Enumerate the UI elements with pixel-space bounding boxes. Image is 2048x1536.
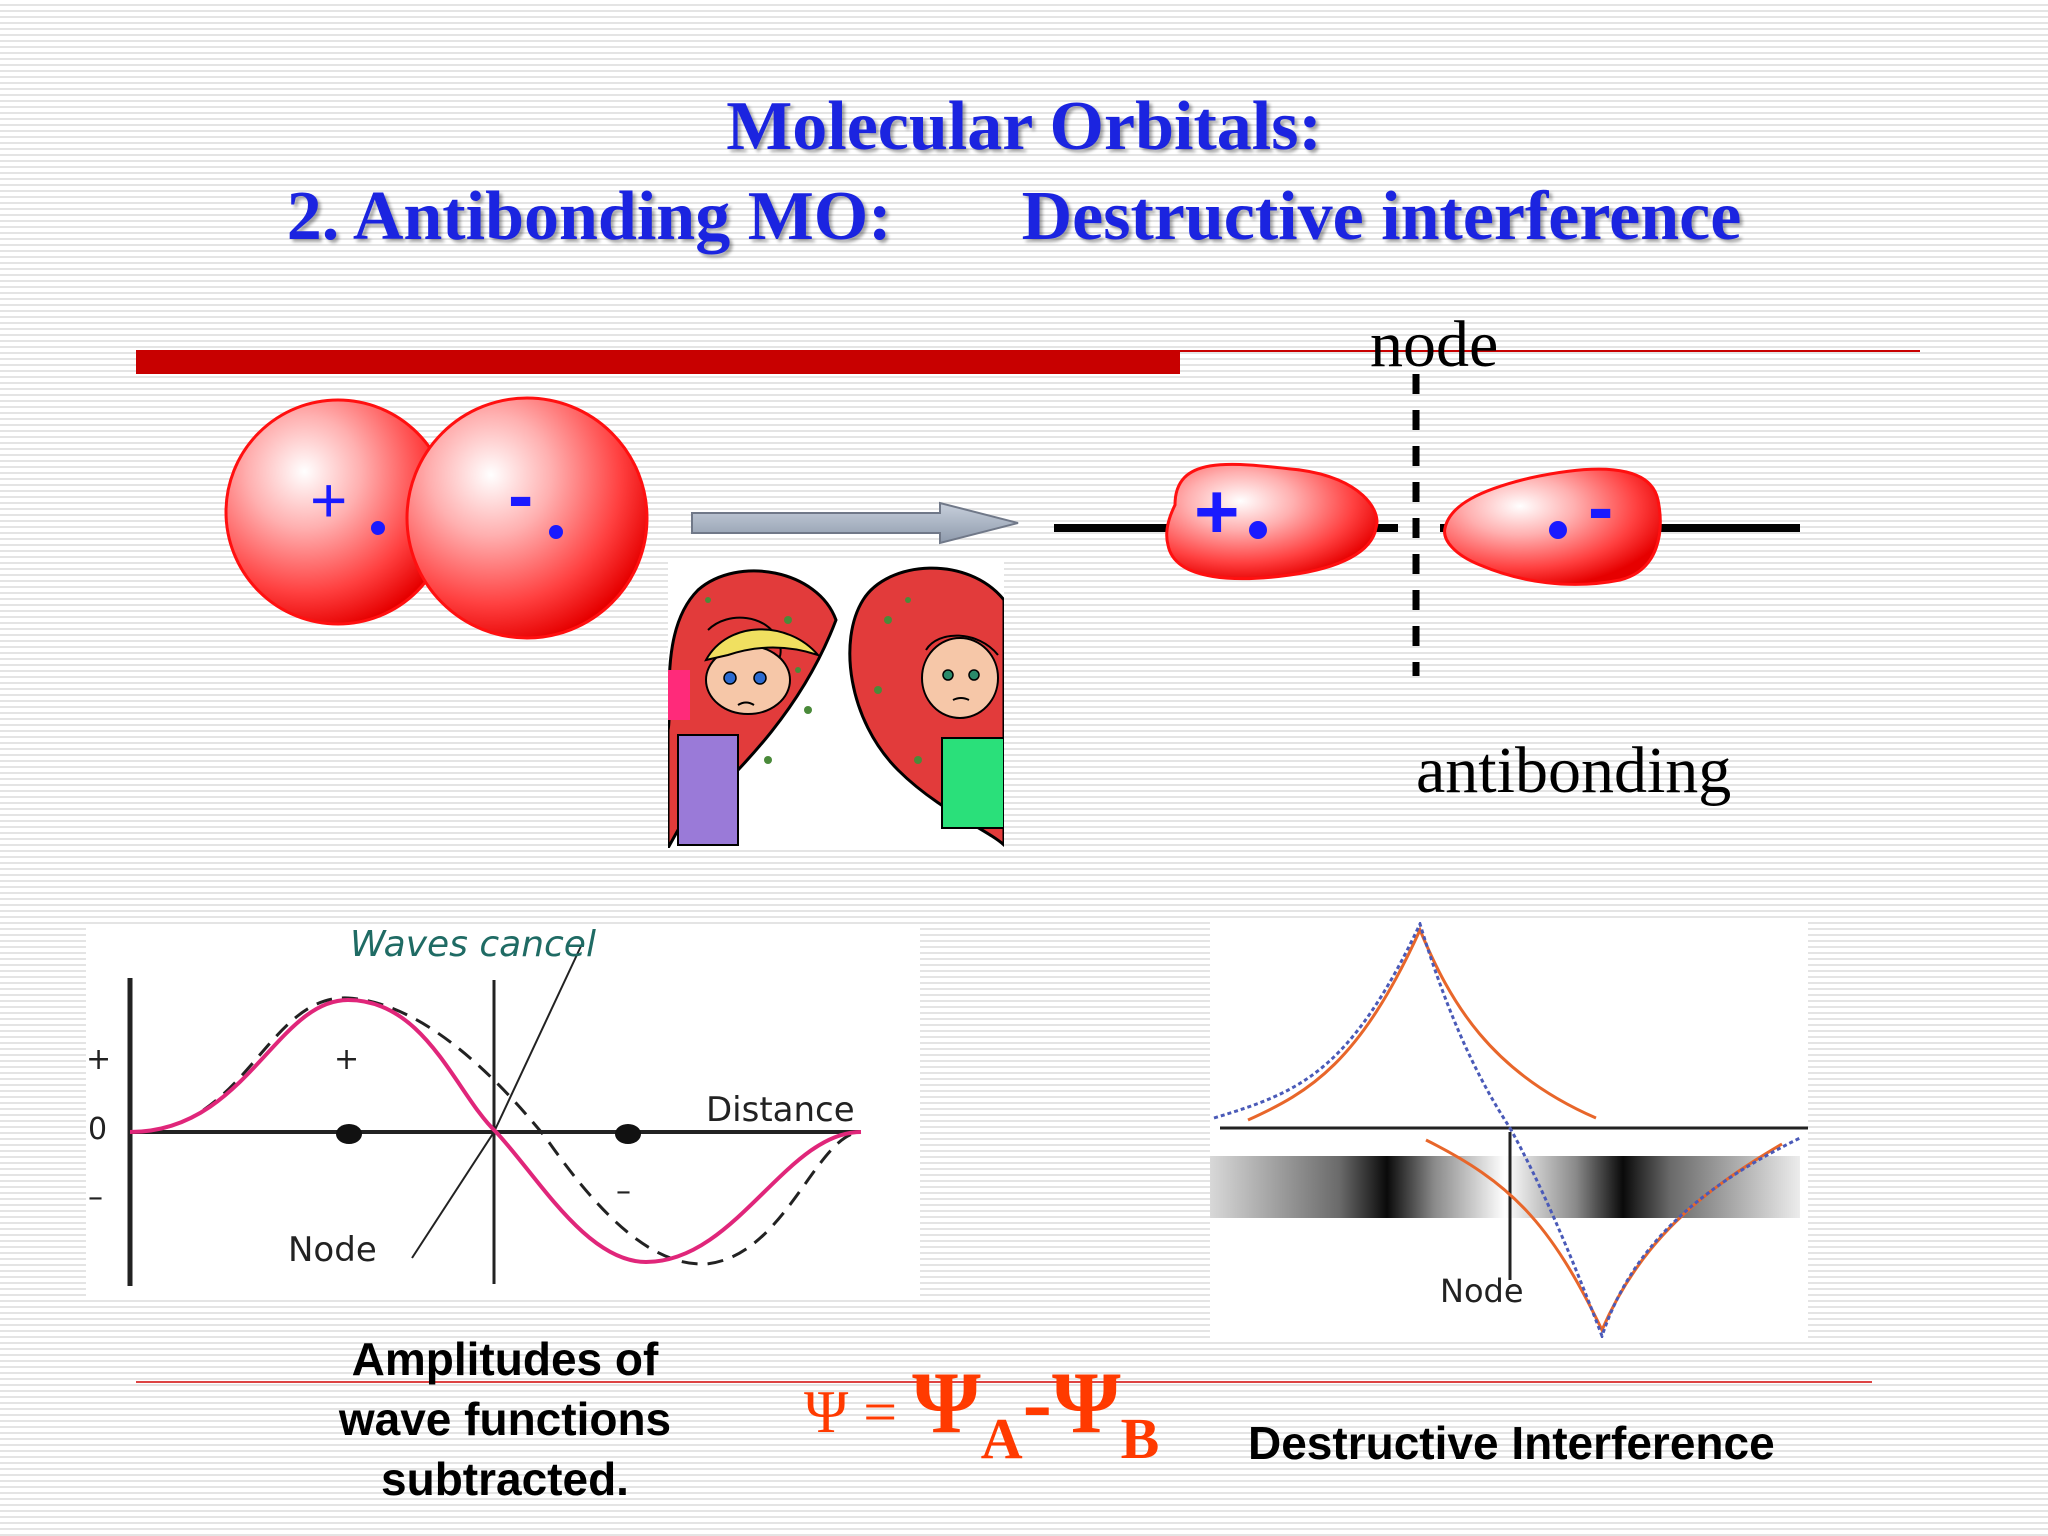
interference-plot — [1210, 922, 1808, 1338]
title-line2-right: Destructive interference — [1021, 178, 1742, 255]
y-tick-zero: 0 — [88, 1112, 108, 1147]
equals-sign: = — [848, 1379, 913, 1445]
wave-node-label: Node — [288, 1230, 377, 1270]
node-pointer — [411, 1131, 495, 1259]
title-line1: Molecular Orbitals: — [726, 88, 1322, 165]
pink-wave-curve — [129, 997, 862, 1265]
lobe-minus-label: – — [616, 1174, 631, 1209]
nucleus-marker-right — [615, 1124, 641, 1144]
node-label: node — [1370, 308, 1499, 381]
interference-node-label: Node — [1440, 1272, 1524, 1310]
caption-line3: subtracted. — [381, 1452, 629, 1505]
nucleus-dot-ab-left — [1249, 521, 1267, 539]
psi-a-symbol: Ψ — [912, 1355, 981, 1452]
waves-cancel-label: Waves cancel — [350, 924, 596, 965]
plus-sign-antibonding: + — [1194, 467, 1240, 555]
blue-curve-lower — [1508, 1127, 1801, 1338]
right-atomic-orbital — [405, 396, 649, 640]
antibonding-lobe-left — [1165, 462, 1379, 581]
right-body — [941, 737, 1004, 829]
orange-curve-lower — [1425, 1138, 1783, 1334]
right-arrow-icon — [691, 501, 1019, 545]
density-band — [1210, 1156, 1800, 1218]
slide-title: Molecular Orbitals: — [0, 92, 2048, 162]
subscript-b: B — [1120, 1406, 1160, 1471]
psi-symbol: Ψ — [804, 1379, 849, 1445]
dashed-wave-curve — [129, 996, 862, 1266]
lobe-plus-label: + — [334, 1042, 360, 1077]
destructive-interference-caption: Destructive Interference — [1248, 1417, 1775, 1469]
distance-axis-label: Distance — [706, 1090, 855, 1130]
subscript-a: A — [980, 1406, 1023, 1471]
plus-sign-left: + — [310, 464, 348, 536]
left-body — [677, 734, 739, 846]
caption-line2: wave functions — [338, 1392, 672, 1445]
right-face — [921, 637, 999, 719]
red-accent-bar — [136, 350, 1180, 374]
caption-line1: Amplitudes of — [351, 1333, 659, 1385]
wave-graph-plot — [127, 943, 862, 1286]
y-tick-plus: + — [86, 1042, 112, 1077]
orbital-diagram — [224, 374, 1800, 676]
minus-sign-left: - — [508, 453, 534, 538]
formula-minus: - — [1022, 1355, 1052, 1452]
nucleus-dot-left — [371, 521, 385, 535]
amplitudes-caption: Amplitudes of wave functions subtracted. — [250, 1330, 760, 1509]
wave-amplitude-graph: Waves cancel + 0 – + – Distance Node — [86, 924, 920, 1296]
orange-curve-upper — [1247, 926, 1597, 1122]
interference-graph: Node — [1210, 922, 1808, 1338]
y-tick-minus: – — [88, 1180, 103, 1215]
thin-red-rule-bottom — [136, 1381, 1872, 1383]
nucleus-dot-ab-right — [1549, 521, 1567, 539]
nucleus-marker-left — [336, 1124, 362, 1144]
blue-curve-upper — [1213, 922, 1512, 1129]
antibonding-label: antibonding — [1416, 734, 1732, 807]
slide-subtitle: 2. Antibonding MO:Destructive interferen… — [0, 182, 2048, 252]
minus-sign-antibonding: - — [1588, 465, 1614, 550]
nucleus-dot-right — [549, 525, 563, 539]
thin-red-rule-top — [1180, 350, 1920, 352]
waves-cancel-pointer — [493, 943, 583, 1133]
broken-hearts-illustration — [668, 560, 1004, 848]
title-line2-left: 2. Antibonding MO: — [286, 178, 892, 255]
psi-b-symbol: Ψ — [1051, 1355, 1121, 1452]
wavefunction-formula: Ψ = ΨA-ΨB — [804, 1360, 1159, 1468]
